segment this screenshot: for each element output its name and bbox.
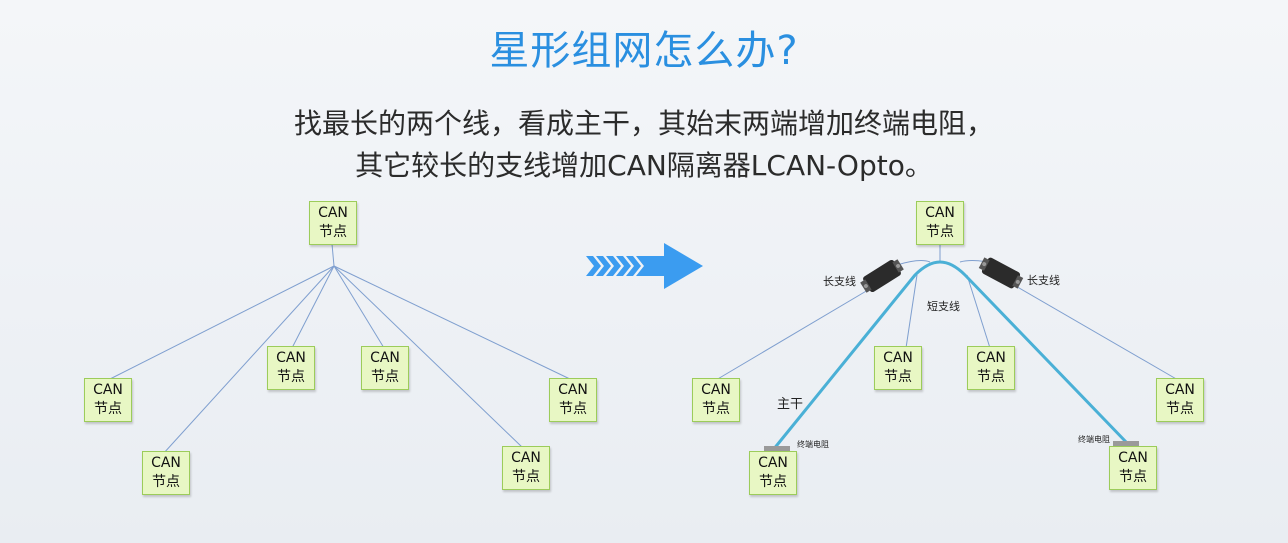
terminator-right-icon [1113, 441, 1139, 446]
trunk-label: 主干 [777, 397, 804, 412]
subtitle-line-2: 其它较长的支线增加CAN隔离器LCAN-Opto。 [355, 149, 933, 182]
page-title: 星形组网怎么办? [489, 28, 799, 74]
terminator-label-right: 终端电阻 [1078, 435, 1110, 444]
transform-arrow-icon [586, 243, 703, 289]
isolator-left-icon [860, 259, 904, 293]
terminator-left-icon [764, 446, 790, 451]
long-branch-label-right: 长支线 [1027, 274, 1060, 287]
isolator-right-icon [978, 257, 1024, 289]
long-branch-label-left: 长支线 [823, 275, 856, 288]
short-branch-label: 短支线 [927, 300, 960, 313]
trunk-line [771, 260, 1130, 451]
left-star-lines [107, 243, 573, 455]
terminator-label-left: 终端电阻 [797, 440, 829, 449]
subtitle-line-1: 找最长的两个线，看成主干，其始末两端增加终端电阻， [293, 107, 994, 140]
